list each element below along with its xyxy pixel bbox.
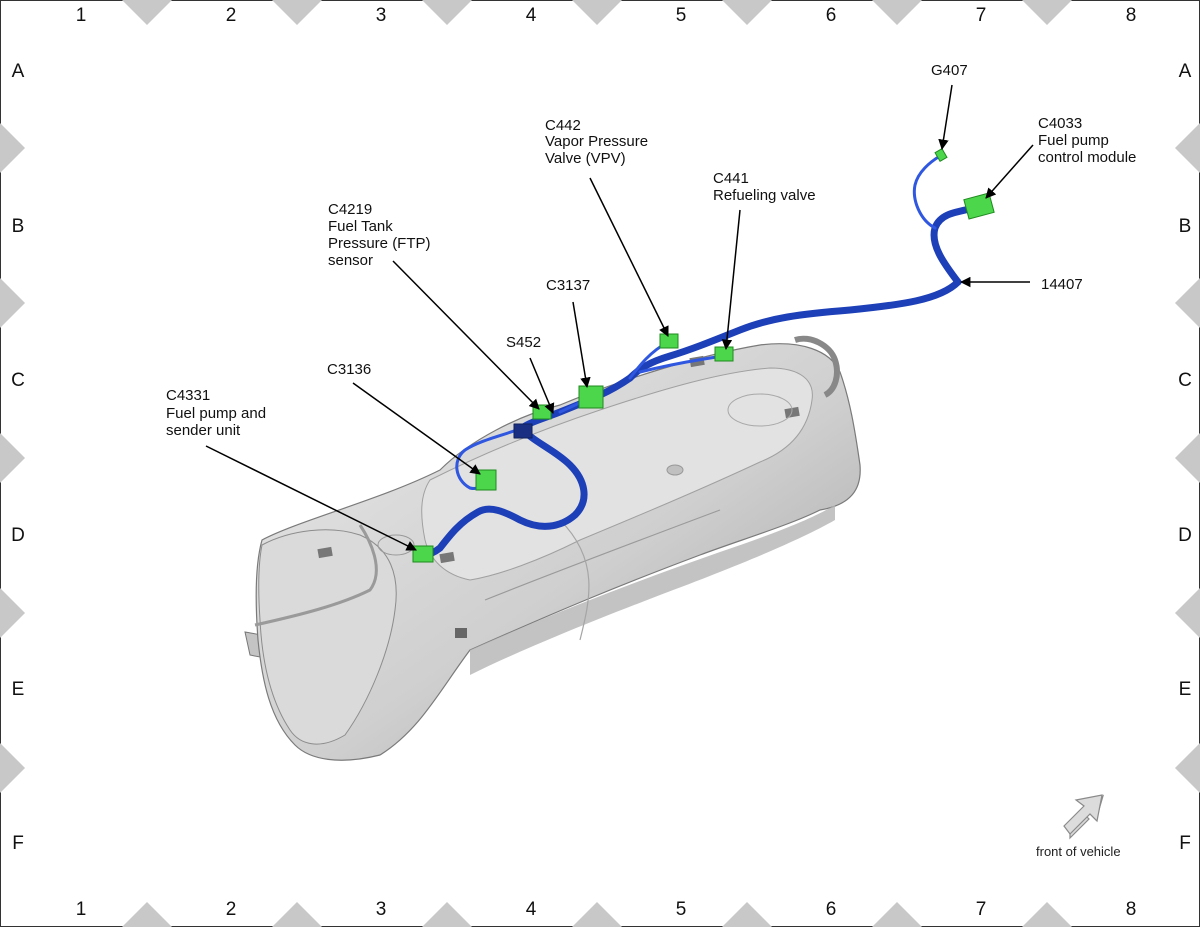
label-c4331-code: C4331 bbox=[166, 387, 210, 404]
row-c-left: C bbox=[11, 370, 25, 391]
row-labels-left: A B C D E F bbox=[11, 61, 25, 854]
col-7-top: 7 bbox=[976, 5, 987, 26]
harness-14407 bbox=[418, 154, 979, 560]
connector-c441 bbox=[714, 346, 734, 362]
label-c442-desc-1: Vapor Pressure bbox=[545, 133, 648, 150]
col-2-bottom: 2 bbox=[226, 899, 237, 920]
leader-c4219 bbox=[392, 260, 540, 410]
label-c4219-code: C4219 bbox=[328, 201, 372, 218]
callout-labels: G407 C4033 Fuel pump control module C442… bbox=[166, 62, 1136, 439]
row-c-right: C bbox=[1178, 370, 1192, 391]
leader-c442 bbox=[589, 177, 669, 337]
leader-s452 bbox=[529, 357, 555, 414]
col-4-top: 4 bbox=[526, 5, 537, 26]
row-a-right: A bbox=[1179, 61, 1192, 82]
row-e-right: E bbox=[1179, 679, 1192, 700]
harness-g407-lead bbox=[912, 154, 942, 230]
connectors bbox=[412, 147, 995, 563]
label-c4219-desc-2: Pressure (FTP) bbox=[328, 235, 431, 252]
label-c3137: C3137 bbox=[546, 277, 590, 294]
harness-branch-c4331 bbox=[418, 424, 588, 560]
row-labels-right: A B C D E F bbox=[1178, 61, 1192, 854]
fuel-tank-illustration bbox=[244, 335, 861, 761]
row-b-right: B bbox=[1179, 216, 1192, 237]
row-d-left: D bbox=[11, 525, 25, 546]
column-labels-bottom: 1 2 3 4 5 6 7 8 bbox=[76, 899, 1137, 920]
label-c441-code: C441 bbox=[713, 170, 749, 187]
col-1-bottom: 1 bbox=[76, 899, 87, 920]
col-5-top: 5 bbox=[676, 5, 687, 26]
tank-top-plateau bbox=[421, 367, 813, 581]
col-1-top: 1 bbox=[76, 5, 87, 26]
leader-c441 bbox=[721, 209, 741, 351]
connector-c3136 bbox=[475, 469, 497, 491]
col-4-bottom: 4 bbox=[526, 899, 537, 920]
col-2-top: 2 bbox=[226, 5, 237, 26]
label-c441-desc-1: Refueling valve bbox=[713, 187, 816, 204]
col-6-bottom: 6 bbox=[826, 899, 837, 920]
col-3-bottom: 3 bbox=[376, 899, 387, 920]
col-3-top: 3 bbox=[376, 5, 387, 26]
connector-c4331 bbox=[412, 545, 434, 563]
col-6-top: 6 bbox=[826, 5, 837, 26]
leader-c4033 bbox=[985, 144, 1034, 199]
row-a-left: A bbox=[12, 61, 25, 82]
row-d-right: D bbox=[1178, 525, 1192, 546]
connector-c442 bbox=[659, 333, 679, 349]
row-e-left: E bbox=[12, 679, 25, 700]
label-c3136: C3136 bbox=[327, 361, 371, 378]
label-c442-desc-2: Valve (VPV) bbox=[545, 150, 626, 167]
row-f-left: F bbox=[12, 833, 24, 854]
col-5-bottom: 5 bbox=[676, 899, 687, 920]
connector-c4033 bbox=[963, 192, 995, 220]
leader-c3136 bbox=[352, 382, 481, 475]
label-c4219-desc-3: sensor bbox=[328, 252, 373, 269]
label-s452: S452 bbox=[506, 334, 541, 351]
label-c4331-desc-2: sender unit bbox=[166, 422, 241, 439]
connector-c4219 bbox=[532, 404, 552, 420]
connector-c3137 bbox=[578, 385, 604, 409]
leader-c3137 bbox=[572, 301, 591, 389]
label-harness-14407: 14407 bbox=[1041, 276, 1083, 293]
label-c4331-desc-1: Fuel pump and bbox=[166, 405, 266, 422]
label-c4033-desc-1: Fuel pump bbox=[1038, 132, 1109, 149]
label-c4033-code: C4033 bbox=[1038, 115, 1082, 132]
col-8-top: 8 bbox=[1126, 5, 1137, 26]
tank-underside bbox=[470, 505, 835, 675]
row-b-left: B bbox=[12, 216, 25, 237]
front-of-vehicle-label: front of vehicle bbox=[1036, 844, 1121, 859]
label-g407: G407 bbox=[931, 62, 968, 79]
label-c4033-desc-2: control module bbox=[1038, 149, 1136, 166]
row-f-right: F bbox=[1179, 833, 1191, 854]
connector-g407 bbox=[934, 147, 948, 163]
col-7-bottom: 7 bbox=[976, 899, 987, 920]
leader-c4331 bbox=[205, 445, 417, 551]
leader-lines bbox=[205, 84, 1034, 551]
column-labels-top: 1 2 3 4 5 6 7 8 bbox=[76, 5, 1137, 26]
front-of-vehicle-indicator: front of vehicle bbox=[1036, 794, 1121, 859]
leader-g407 bbox=[938, 84, 953, 151]
col-8-bottom: 8 bbox=[1126, 899, 1137, 920]
label-c4219-desc-1: Fuel Tank bbox=[328, 218, 393, 235]
label-c442-code: C442 bbox=[545, 117, 581, 134]
